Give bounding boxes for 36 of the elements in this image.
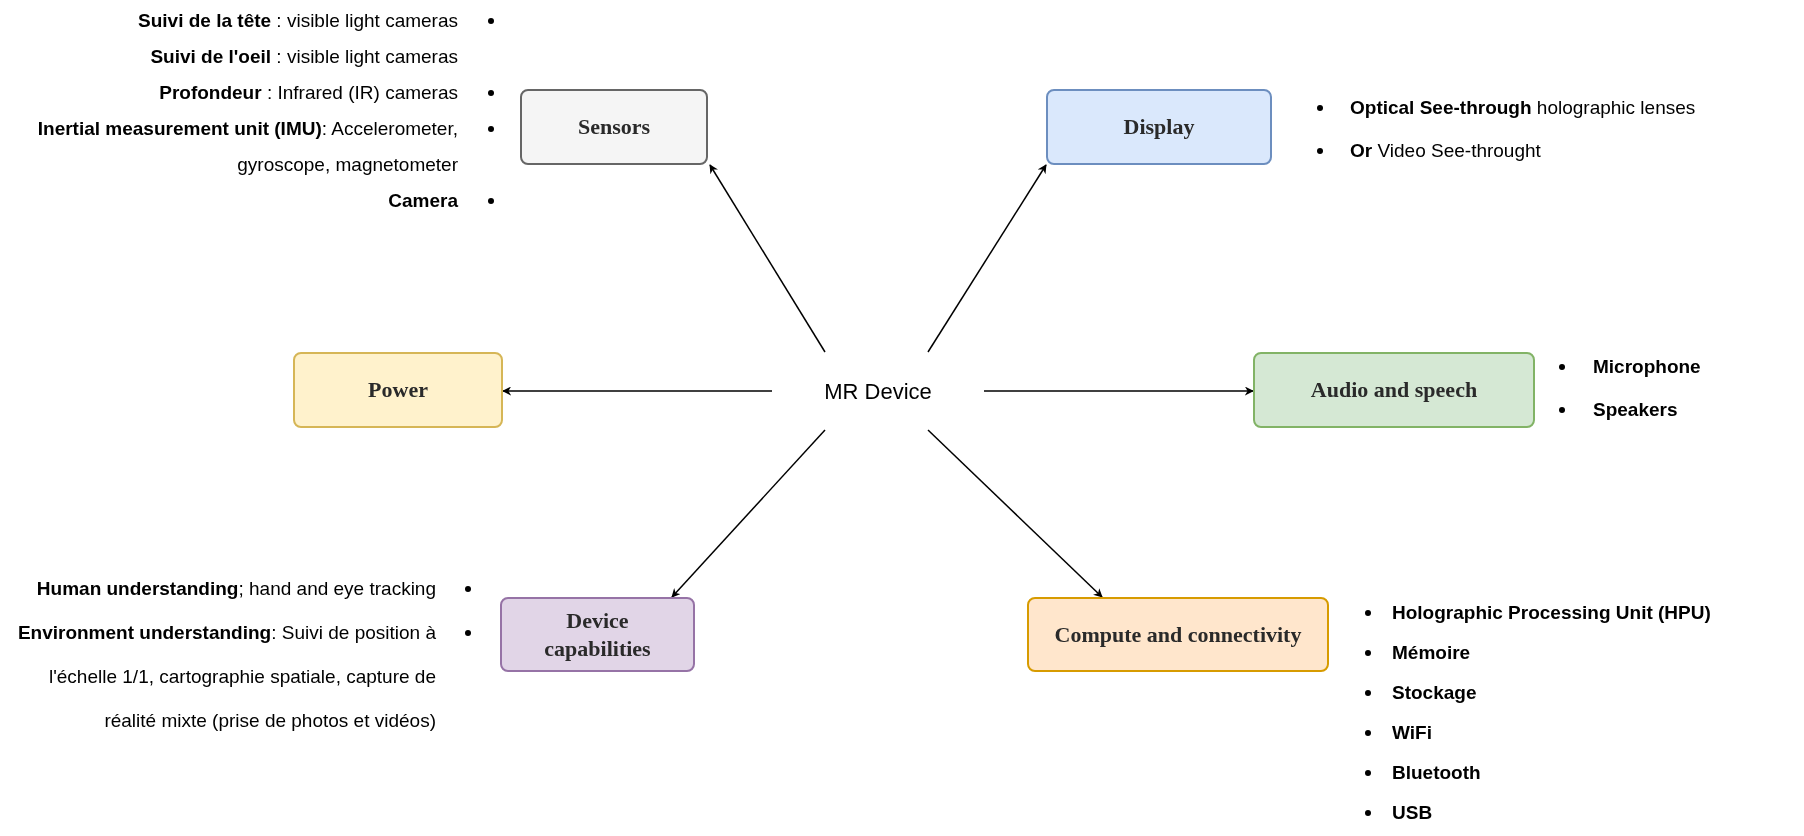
component-box <box>520 89 708 165</box>
arrow <box>671 429 826 598</box>
arrow <box>927 429 1103 598</box>
feature-text: Environment understanding: Suivi de position à l'échelle 1/1, cartographie spatiale, capture de réalité mixte (prise de photos et vidéos) <box>16 621 436 733</box>
box-title: Audio and speech <box>1310 376 1478 404</box>
feature-text: Stockage <box>1392 681 1478 705</box>
feature-text: Suivi de la tête : visible light cameras <box>137 9 458 33</box>
arrow <box>502 386 773 396</box>
box-title: Compute and connectivity <box>1054 620 1302 649</box>
box-title: Power <box>368 376 428 404</box>
device-title: MR Device <box>824 377 932 406</box>
component-box <box>500 597 695 672</box>
feature-text: WiFi <box>1392 721 1433 745</box>
feature-text: Speakers <box>1593 398 1679 422</box>
box-title: Display <box>1123 113 1195 141</box>
arrow <box>709 164 826 353</box>
arrow <box>927 164 1047 353</box>
feature-text: Suivi de l'oeil : visible light cameras <box>149 45 458 69</box>
feature-text: Optical See-through holographic lenses <box>1350 96 1697 120</box>
feature-text: Mémoire <box>1392 641 1472 665</box>
component-box <box>1027 597 1329 672</box>
component-box <box>1253 352 1535 428</box>
feature-text: Human understanding; hand and eye tracking <box>35 577 436 601</box>
box-title: Sensors <box>577 113 651 141</box>
feature-text: Camera <box>387 189 458 213</box>
feature-text: Profondeur : Infrared (IR) cameras <box>158 81 458 105</box>
box-title: Device capabilities <box>543 606 652 663</box>
feature-text: USB <box>1392 801 1434 825</box>
feature-text: Bluetooth <box>1392 761 1482 785</box>
feature-text: Holographic Processing Unit (HPU) <box>1392 601 1712 625</box>
feature-text: Microphone <box>1593 355 1702 379</box>
component-box <box>1046 89 1272 165</box>
feature-text: Inertial measurement unit (IMU): Accelerometer, gyroscope, magnetometer <box>36 117 458 177</box>
feature-text: Or Video See-throught <box>1350 139 1542 163</box>
arrow <box>983 386 1254 396</box>
component-box <box>293 352 503 428</box>
